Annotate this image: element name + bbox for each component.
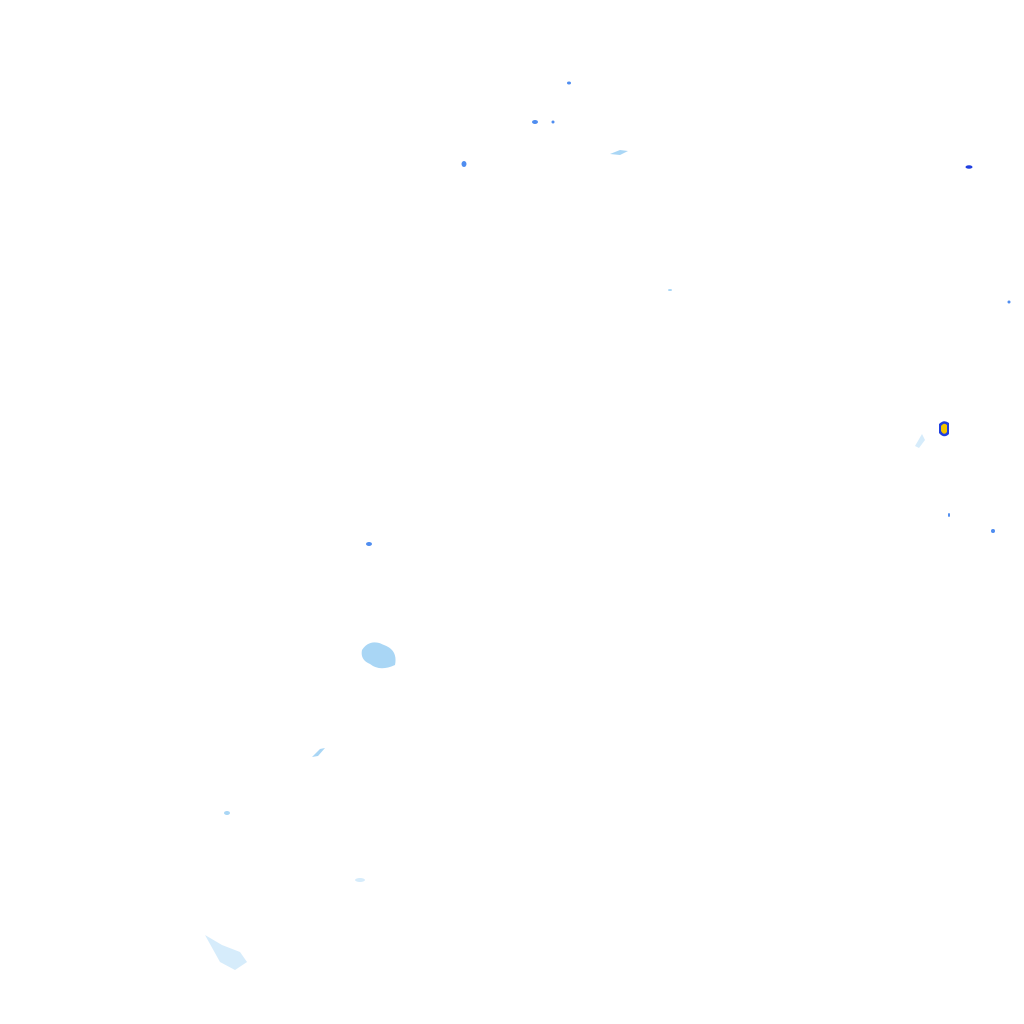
- echo: [991, 529, 995, 533]
- echo: [205, 935, 247, 970]
- echo: [532, 120, 538, 124]
- echo: [948, 513, 950, 517]
- echo: [366, 542, 372, 546]
- echo: [941, 423, 947, 434]
- echo: [551, 120, 555, 124]
- echo: [915, 434, 925, 448]
- precipitation-echoes: [205, 81, 1011, 970]
- echo: [224, 811, 230, 815]
- echo: [668, 289, 672, 291]
- echo: [965, 165, 973, 169]
- echo: [312, 748, 325, 757]
- echo: [355, 878, 365, 882]
- echo: [567, 81, 571, 85]
- echo: [610, 150, 628, 155]
- echo: [1007, 300, 1011, 304]
- echo: [461, 161, 467, 167]
- echo: [361, 642, 396, 669]
